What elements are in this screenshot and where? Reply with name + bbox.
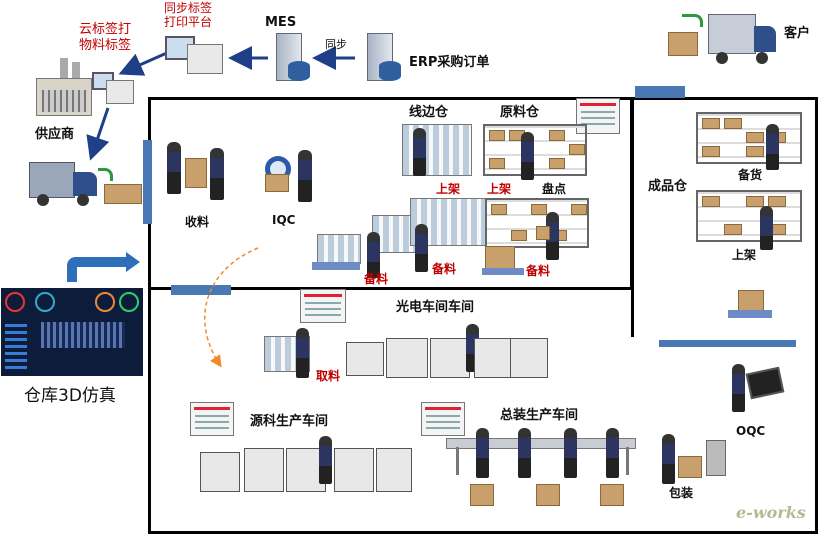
scale-icon (706, 440, 726, 476)
assembly-bench (446, 438, 636, 449)
bench-leg (626, 447, 629, 475)
worker-icon (766, 124, 779, 170)
product-box (600, 484, 624, 506)
iqc-box (265, 174, 289, 192)
worker-icon (413, 128, 426, 176)
smt-machine (430, 338, 470, 378)
erp-server-icon (363, 33, 403, 85)
smt-machine (244, 448, 284, 492)
divider-bar (635, 86, 685, 98)
shelve-label: 上架 (732, 248, 757, 262)
pallet-icon (482, 268, 524, 275)
worker-icon (760, 206, 773, 250)
oqc-label: OQC (736, 424, 766, 438)
worker-icon (298, 150, 312, 202)
worker-icon (476, 428, 489, 478)
prepare-label: 备料 (526, 264, 551, 278)
finished-label: 成品仓 (648, 179, 688, 194)
simulation-dashboard (1, 288, 143, 376)
pallet-box (485, 246, 515, 270)
worker-icon (606, 428, 619, 478)
worker-icon (518, 428, 531, 478)
packing-label: 包装 (669, 486, 694, 500)
worker-icon (564, 428, 577, 478)
factory-icon (36, 58, 92, 116)
shelve-label: 上架 (487, 182, 512, 196)
worker-icon (521, 132, 534, 180)
line-side-label: 线边仓 (409, 105, 449, 120)
curve-arrow-icon (98, 168, 113, 181)
packing-box (678, 456, 702, 478)
smt-machine (200, 452, 240, 492)
workshop-frame-bottom (148, 531, 818, 534)
mes-server-icon (272, 33, 312, 85)
worker-icon (546, 212, 559, 260)
worker-icon (167, 142, 181, 194)
stock-label: 备货 (738, 168, 763, 182)
divider-bar (143, 140, 152, 224)
divider-bar (171, 285, 231, 295)
monitor-screen (300, 289, 346, 323)
supplier-label: 供应商 (35, 127, 75, 142)
cart-icon (317, 234, 361, 264)
pallet-icon (728, 310, 772, 318)
smt-machine (376, 448, 412, 492)
finished-shelf (696, 190, 802, 242)
customer-truck-icon (668, 12, 778, 68)
iqc-label: IQC (272, 213, 296, 227)
receiving-boxes (185, 158, 207, 188)
cargo-boxes-icon (104, 184, 142, 204)
watermark: e-works (736, 503, 806, 522)
source-workshop-label: 源科生产车间 (250, 414, 329, 429)
raw-material-shelf (483, 124, 587, 176)
divider-bar (659, 340, 796, 347)
smt-machine (334, 448, 374, 492)
erp-label: ERP采购订单 (409, 55, 490, 70)
prepare-label: 备料 (432, 262, 457, 276)
simulation-label: 仓库3D仿真 (24, 386, 116, 406)
shelve-label: 上架 (436, 182, 461, 196)
worker-icon (367, 232, 380, 278)
customer-label: 客户 (784, 26, 811, 41)
monitor-screen (190, 402, 234, 436)
pallet-icon (312, 262, 360, 270)
smt-machine (474, 338, 514, 378)
worker-icon (662, 434, 675, 484)
smt-machine (346, 342, 384, 376)
finished-frame-right (815, 97, 818, 534)
smt-machine (510, 338, 548, 378)
product-box (536, 484, 560, 506)
sync-label: 同步 (325, 38, 347, 51)
worker-icon (210, 148, 224, 200)
prepare-shelf (485, 198, 589, 248)
raw-material-label: 原料仓 (500, 105, 540, 120)
assembly-label: 总装生产车间 (500, 408, 579, 423)
worker-icon (732, 364, 745, 412)
cloud-print-label: 云标签打 物料标签 (79, 22, 132, 53)
pick-label: 取料 (316, 369, 341, 383)
finished-shelf (696, 112, 802, 164)
finished-box (738, 290, 764, 312)
monitor-screen (421, 402, 465, 436)
smt-machine (386, 338, 428, 378)
print-platform-icon (165, 30, 223, 74)
prepare-label: 备料 (364, 272, 389, 286)
worker-icon (319, 436, 332, 484)
product-box (470, 484, 494, 506)
worker-icon (296, 328, 309, 378)
finished-frame-line (631, 97, 634, 337)
supplier-truck-icon (29, 162, 99, 208)
carried-box (536, 226, 550, 240)
label-printer-icon (92, 72, 136, 106)
workshop-frame-left (148, 288, 151, 534)
inventory-label: 盘点 (542, 182, 567, 196)
sync-print-label: 同步标签 打印平台 (164, 1, 213, 29)
receive-label: 收料 (185, 215, 210, 229)
worker-icon (415, 224, 428, 272)
finished-frame-top (633, 97, 818, 100)
mes-label: MES (265, 15, 297, 30)
optoelectronic-label: 光电车间车间 (396, 300, 475, 315)
bench-leg (456, 447, 459, 475)
